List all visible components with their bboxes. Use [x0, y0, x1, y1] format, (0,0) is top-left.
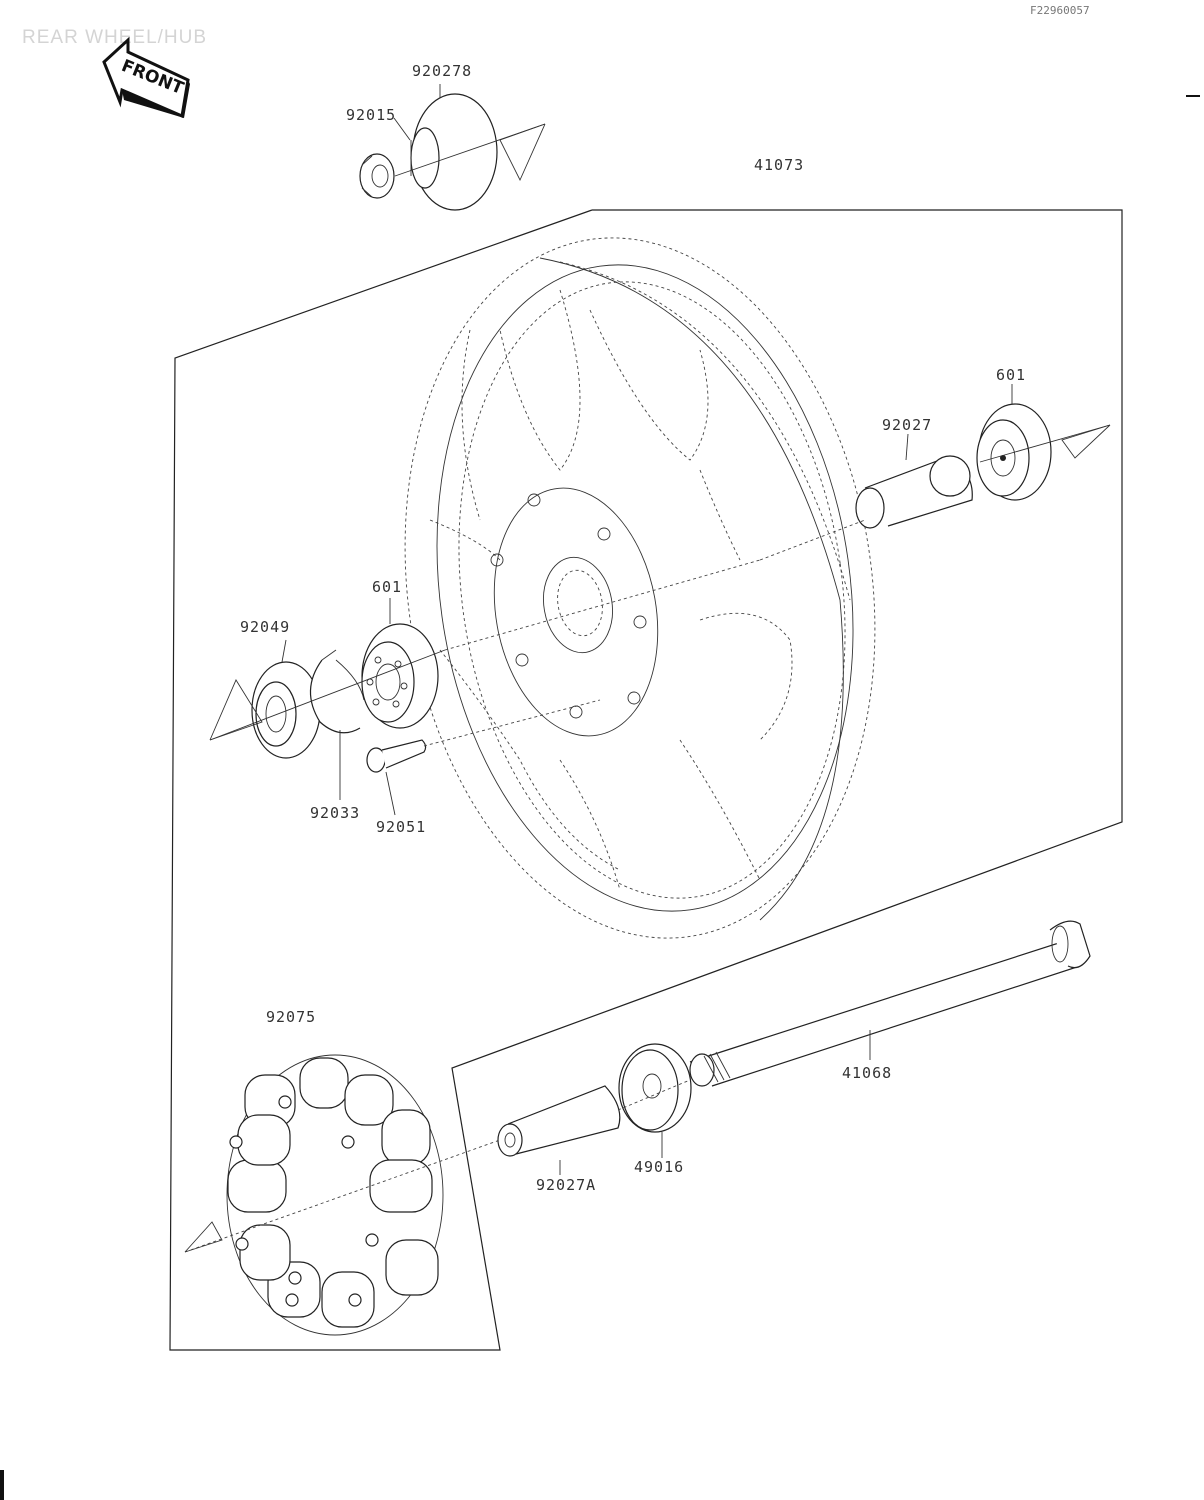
- label-41073: 41073: [754, 156, 804, 174]
- label-92027: 92027: [882, 416, 932, 434]
- axle-41068: [689, 920, 1091, 1087]
- wheel-41073: [404, 237, 876, 939]
- label-92075: 92075: [266, 1008, 316, 1026]
- diagram-title: REAR WHEEL/HUB: [22, 27, 207, 48]
- nut-92015: [359, 153, 395, 199]
- front-arrow-icon: FRONT: [102, 36, 190, 119]
- bearing-601-right: [976, 403, 1052, 501]
- label-92027A: 92027A: [536, 1176, 596, 1194]
- damper-92075: [226, 1054, 444, 1336]
- washer-920278: [410, 93, 498, 211]
- label-92049: 92049: [240, 618, 290, 636]
- label-92033: 92033: [310, 804, 360, 822]
- label-92051: 92051: [376, 818, 426, 836]
- label-49016: 49016: [634, 1158, 684, 1176]
- seal-92049: [251, 661, 321, 759]
- bolt-92051: [366, 739, 427, 773]
- reference-code: F22960057: [1030, 4, 1090, 17]
- bearing-601-left: [361, 623, 439, 729]
- collar-92027A: [497, 1085, 621, 1157]
- label-601-left: 601: [372, 578, 402, 596]
- label-92015: 92015: [346, 106, 396, 124]
- label-601-right: 601: [996, 366, 1026, 384]
- collar-92027: [855, 455, 973, 529]
- label-41068: 41068: [842, 1064, 892, 1082]
- washer-49016: [618, 1043, 692, 1133]
- assembly-outline: [169, 209, 1123, 1351]
- label-920278: 920278: [412, 62, 472, 80]
